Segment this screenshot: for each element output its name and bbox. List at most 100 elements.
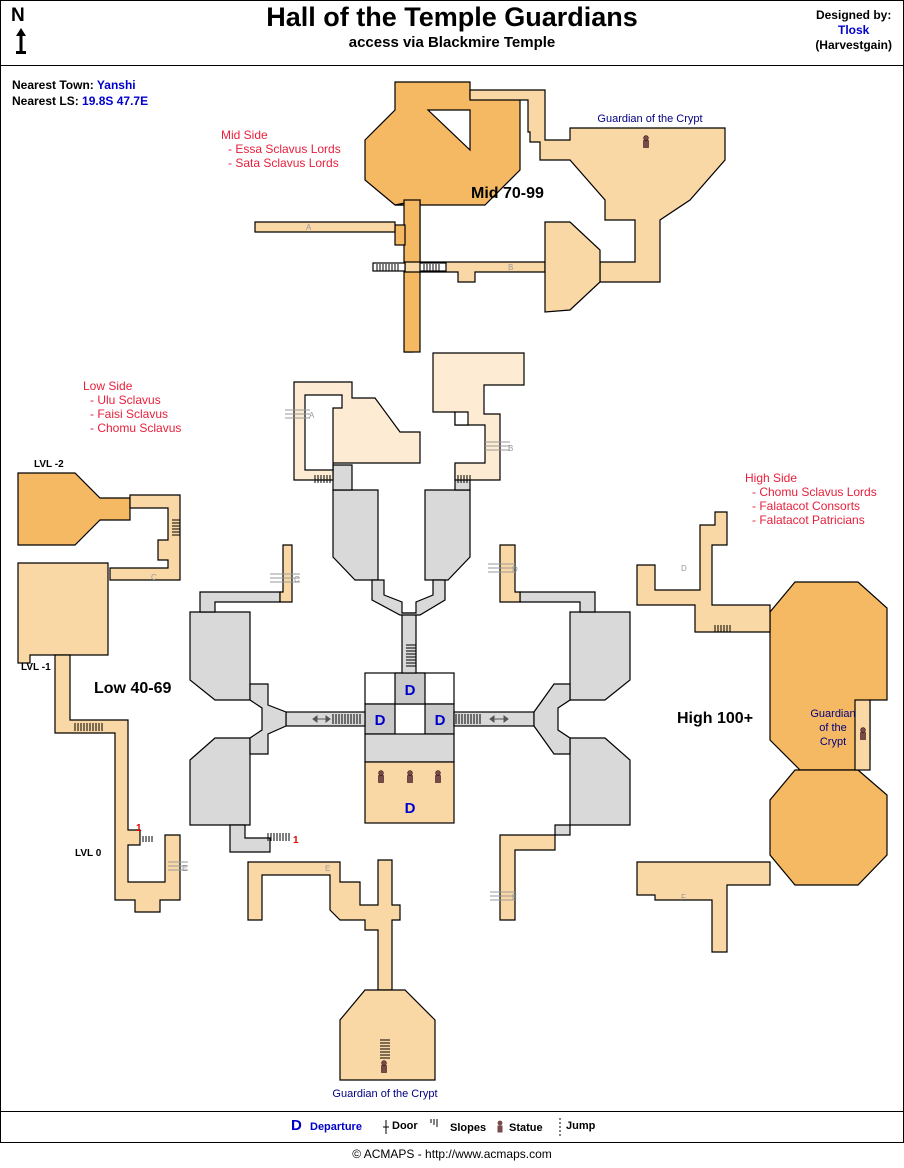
gray-wing-e-upper <box>569 611 631 701</box>
nearest-ls-label: Nearest LS: <box>12 94 79 108</box>
gray-fork-east <box>533 683 571 755</box>
gray-wing-w-upper <box>189 611 251 701</box>
low-lvl-2-corridor <box>109 494 181 581</box>
low-side-label: Low Side - Ulu Sclavus - Faisi Sclavus -… <box>83 379 182 435</box>
room-nw-a-inner <box>304 394 343 471</box>
departure-d-room: D <box>405 800 416 817</box>
room-ne-b <box>432 352 525 481</box>
high-corridor-lower <box>636 861 771 953</box>
gray-wing-e-lower <box>569 737 631 826</box>
door-icon <box>168 861 188 871</box>
slope-icon <box>139 836 153 842</box>
slope-icons <box>74 264 731 1059</box>
gray-wing-nw <box>332 489 379 581</box>
statue-icon <box>497 1120 503 1133</box>
mid-section-rooms <box>254 81 726 353</box>
double-arrow-icon <box>312 715 509 723</box>
portal-letter: F <box>512 893 517 902</box>
high-side-label: High Side - Chomu Sclavus Lords - Falata… <box>745 471 877 527</box>
statue-icon <box>407 770 413 783</box>
portal-letters: A B A B C C D D E E F F <box>151 223 687 902</box>
legend-slopes-label: Slopes <box>450 1122 487 1134</box>
slope-icon <box>332 714 361 724</box>
high-corridor-upper <box>636 511 771 633</box>
door-icon <box>490 891 515 901</box>
guardian-south-label: Guardian of the Crypt <box>332 1088 438 1100</box>
room-ne-b-gap <box>454 411 469 426</box>
hub-d-north <box>394 672 426 705</box>
door-icon <box>285 409 310 419</box>
mid-area-label: Mid 70-99 <box>471 185 544 202</box>
mid-corridor-west <box>254 221 396 233</box>
page-subtitle: access via Blackmire Temple <box>348 34 556 51</box>
gray-fork-west <box>249 683 287 755</box>
slope-icon <box>267 833 290 841</box>
door-icon <box>270 573 300 583</box>
jump-number: 1 <box>136 823 142 834</box>
dungeon-map: A B A B C C D D E E F F D D D D 1 1 <box>17 81 888 1081</box>
statue-icon <box>381 1060 387 1073</box>
map-legend: D Departure Door Slopes Statue Jump <box>0 1117 904 1138</box>
departure-d-west: D <box>375 712 386 729</box>
slope-icon <box>454 475 471 483</box>
mid-corridor-main <box>403 199 421 353</box>
corridor-e-d <box>499 544 521 603</box>
portal-letter: A <box>309 411 315 420</box>
portal-letter: D <box>681 564 687 573</box>
statue-icon <box>435 770 441 783</box>
corridor-se-f <box>499 834 556 921</box>
east-corridors <box>499 544 556 921</box>
portal-letter: F <box>681 893 686 902</box>
portal-letter: E <box>182 864 187 873</box>
statue-icon <box>378 770 384 783</box>
designer-server: (Harvestgain) <box>815 38 892 52</box>
jump-icon <box>559 1118 561 1136</box>
portal-letter: E <box>325 864 330 873</box>
low-side-rooms <box>17 472 181 913</box>
copyright-footer: © ACMAPS - http://www.acmaps.com <box>352 1147 552 1161</box>
hub-gray-band <box>364 733 455 763</box>
legend-statue-label: Statue <box>509 1122 543 1134</box>
portal-letter: C <box>151 573 157 582</box>
legend-departure-label: Departure <box>310 1121 362 1133</box>
designed-by-label: Designed by: <box>815 8 892 22</box>
door-icons <box>168 409 515 901</box>
header-divider <box>0 65 904 66</box>
low-corridor-down <box>54 654 181 913</box>
level-minus2-label: LVL -2 <box>34 459 64 470</box>
designer-name: Tlosk <box>837 23 870 37</box>
slope-icon <box>455 714 481 724</box>
gray-wing-ne <box>424 489 471 581</box>
door-icon <box>488 563 515 573</box>
mid-side-nub <box>394 224 406 246</box>
corridor-sw-e <box>247 859 401 991</box>
level-0-label: LVL 0 <box>75 848 102 859</box>
slope-icon <box>406 644 416 667</box>
nearest-town-label: Nearest Town: <box>12 78 94 92</box>
low-lvl-2-room <box>17 472 131 546</box>
nearest-ls-value: 19.8S 47.7E <box>82 94 149 108</box>
portal-letter: D <box>512 565 518 574</box>
statue-icons <box>378 135 866 1073</box>
statue-icon <box>860 727 866 740</box>
inner-north-rooms <box>293 352 525 481</box>
nearest-town-value: Yanshi <box>96 78 136 92</box>
mid-east-hall <box>544 221 601 313</box>
gray-fork-north <box>371 579 446 616</box>
departure-d-east: D <box>435 712 446 729</box>
low-lvl-1-room <box>17 562 109 664</box>
slope-icon <box>430 1119 438 1127</box>
door-icon <box>383 1120 389 1134</box>
slope-icon <box>314 475 331 483</box>
high-lower-room <box>769 769 888 886</box>
slope-icon <box>423 264 440 271</box>
slope-icon <box>714 625 731 632</box>
level-minus1-label: LVL -1 <box>21 662 51 673</box>
gray-se-link <box>554 824 571 836</box>
door-icon <box>485 441 510 451</box>
slope-icon <box>74 723 103 731</box>
guardian-north-label: Guardian of the Crypt <box>597 113 703 125</box>
jump-markers: 1 1 <box>136 823 299 846</box>
mid-octagon-notch <box>426 109 471 152</box>
page-title: Hall of the Temple Guardians <box>266 2 638 32</box>
